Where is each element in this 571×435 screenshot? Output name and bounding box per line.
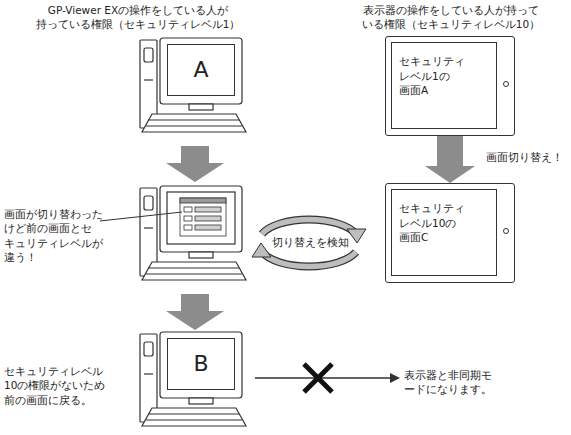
panel-text-box: セキュリティ レベル1の 画面A [399, 54, 481, 98]
computer-a [140, 38, 246, 132]
block-arrow [425, 136, 475, 183]
panel-button [503, 228, 509, 234]
screen-caption: セキュリティ レベル1の 画面A [399, 54, 481, 98]
monitor-screen: B [167, 338, 235, 390]
screen-letter: A [193, 59, 208, 81]
screen-letter: B [193, 353, 208, 375]
leader-line [100, 212, 182, 221]
note-text: 切り替えを検知 [268, 235, 352, 249]
panel-text-box: セキュリティ レベル10の 画面C [399, 201, 481, 245]
edge-label: 画面切り替え！ [486, 150, 563, 164]
note-text: 表示器と非同期モ ードになります。 [404, 368, 504, 397]
display-panel: セキュリティ レベル10の 画面C [385, 183, 515, 283]
computer-b [140, 332, 246, 426]
dialog-window [180, 198, 226, 236]
note-text: 表示器の操作をしている人が持って いる権限（セキュリティレベル10） [358, 3, 544, 32]
down-arrow [166, 146, 224, 182]
note-text: セキュリティレベル 10の権限がないため 前の画面に戻る。 [4, 364, 110, 407]
display-panel: セキュリティ レベル1の 画面A [385, 36, 515, 136]
blocked-arrow [255, 364, 400, 392]
down-arrow [166, 294, 224, 330]
panel-button [503, 81, 509, 87]
monitor-screen: A [167, 44, 235, 96]
note-text: GP-Viewer EXの操作をしている人が 持っている権限（セキュリティレベル… [32, 3, 244, 32]
computer-middle [140, 186, 246, 280]
screen-caption: セキュリティ レベル10の 画面C [399, 201, 481, 245]
note-text: 画面が切り替わった けど前の画面とセ キュリティレベルが 違う！ [4, 207, 106, 265]
cycle-arrows [252, 220, 366, 267]
